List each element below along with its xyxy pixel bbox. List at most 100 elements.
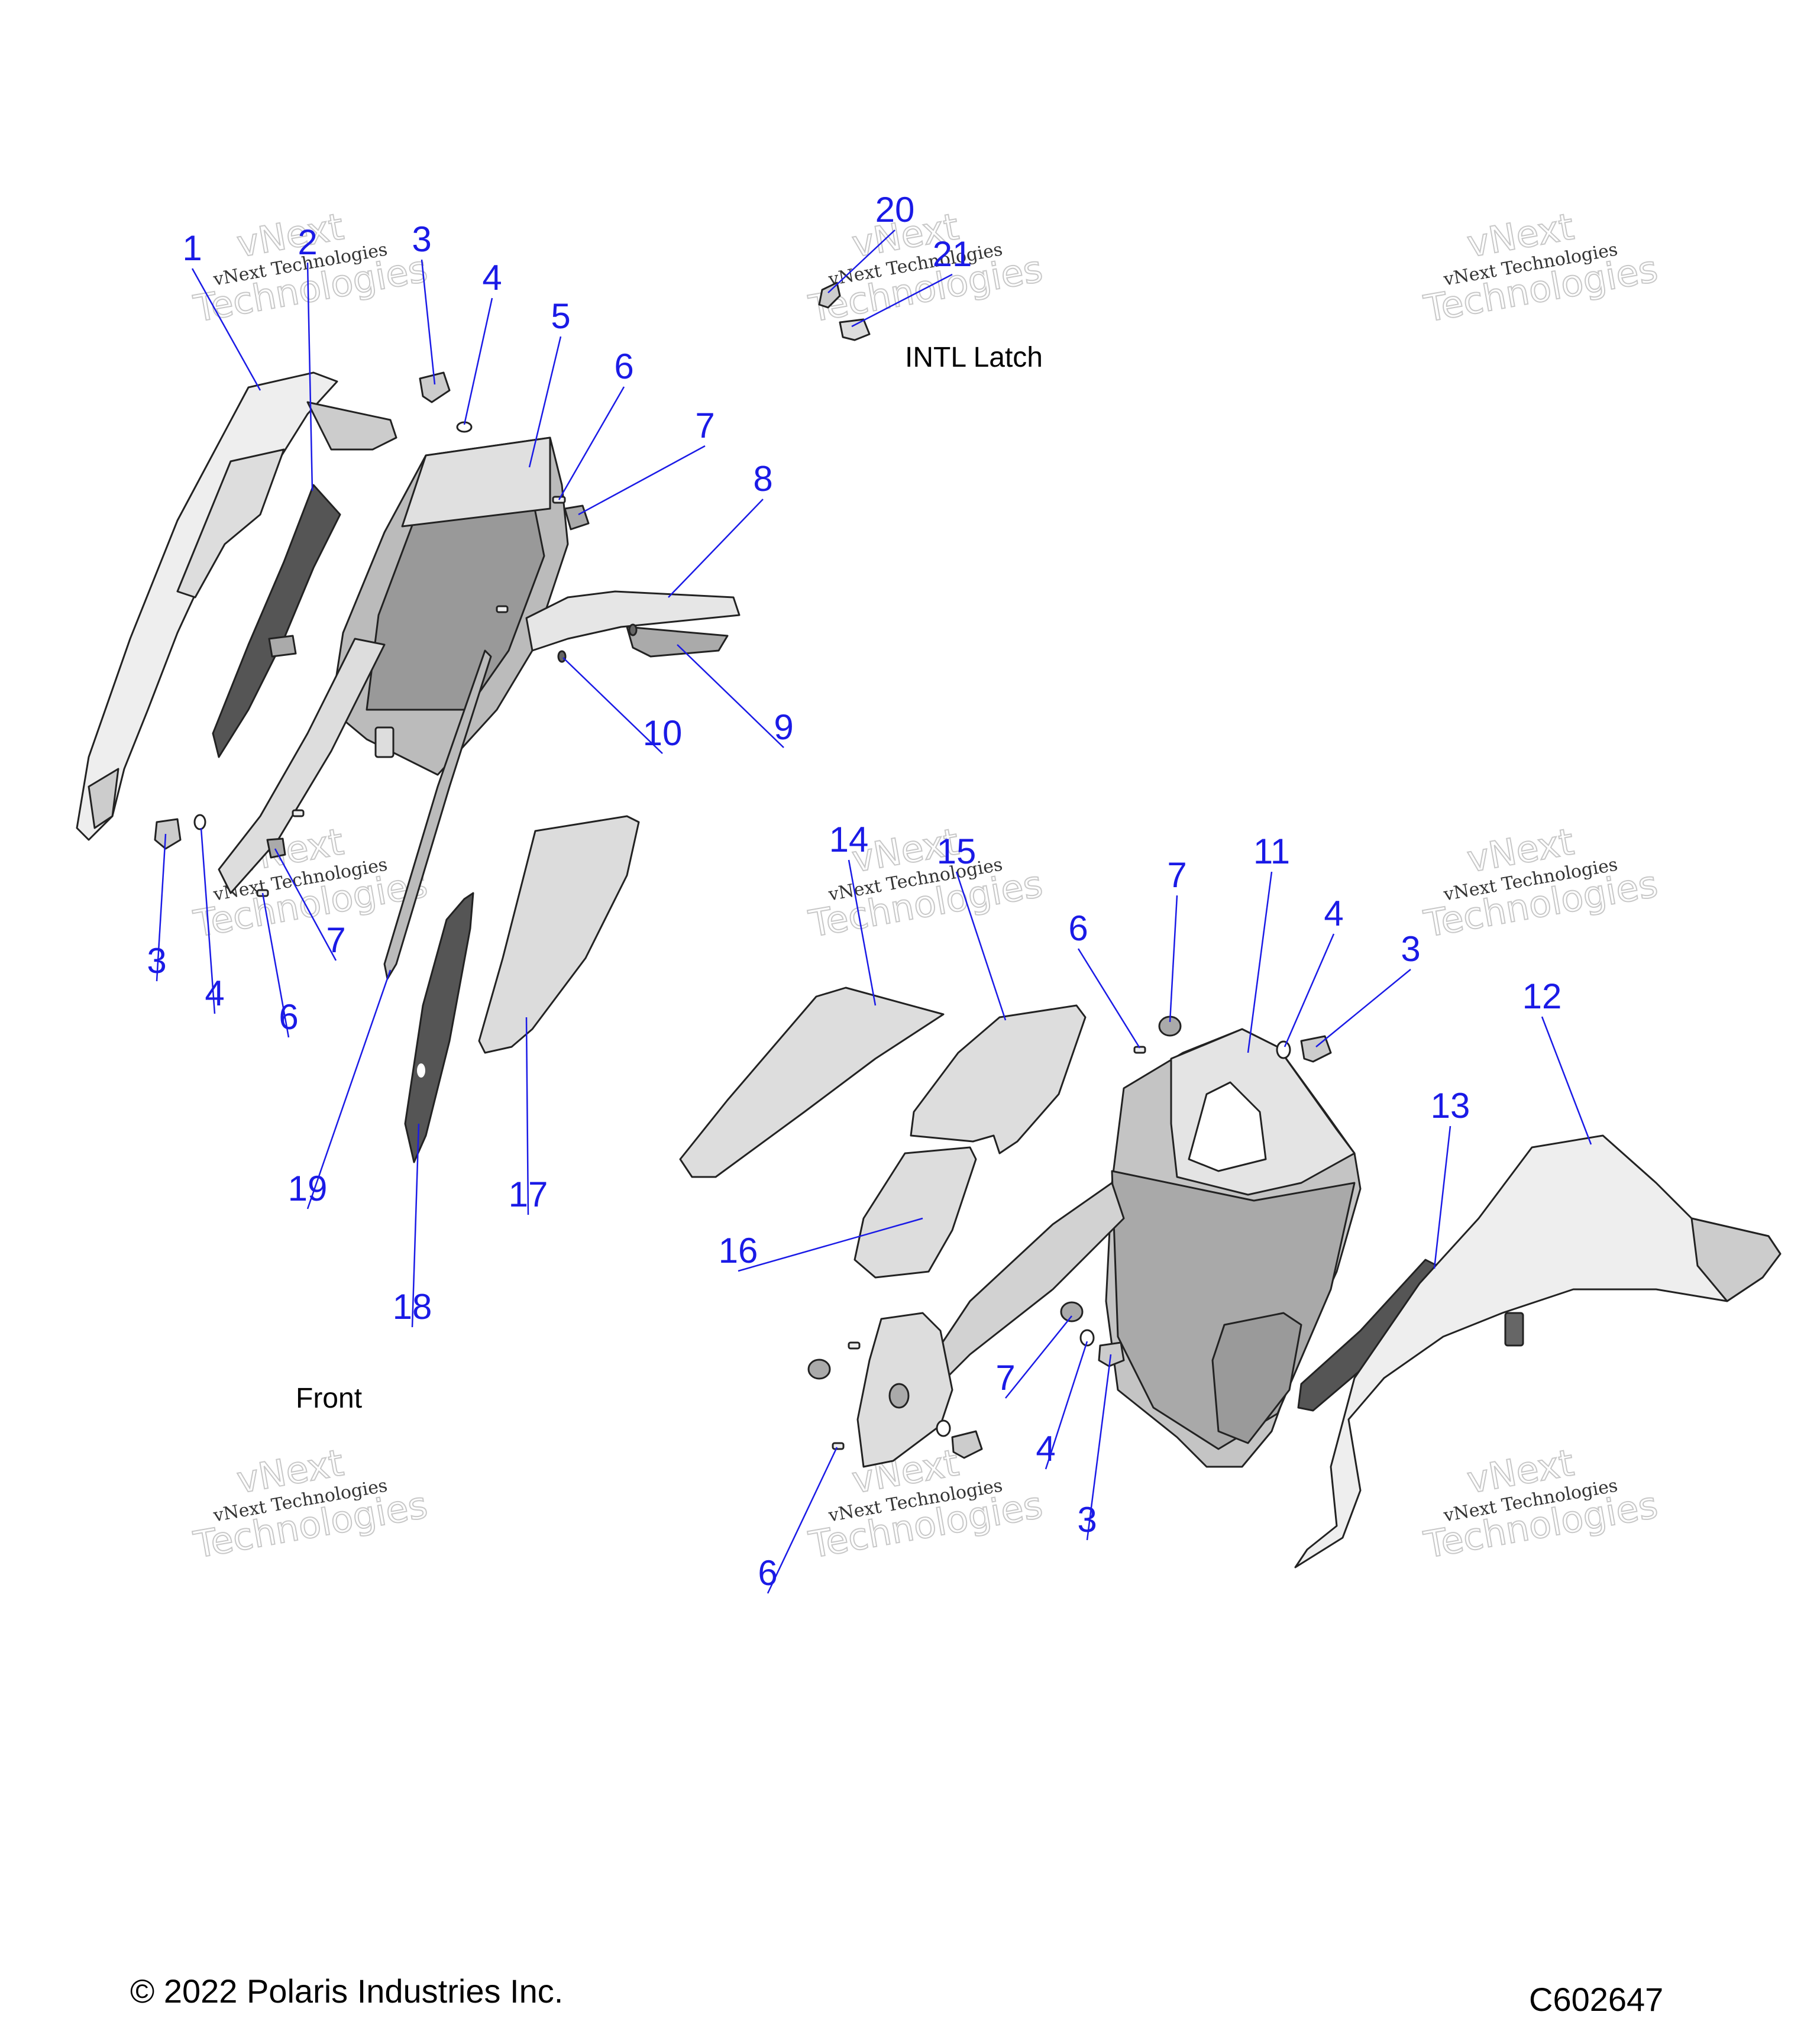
- part-3-latch-top: [419, 371, 451, 403]
- leader-line: [463, 297, 493, 425]
- callout-number: 7: [995, 1358, 1015, 1398]
- part-12-tab: [1504, 1312, 1524, 1347]
- leader-line: [848, 859, 877, 1006]
- callout-number: 6: [758, 1553, 777, 1593]
- part-10-clip: [557, 650, 567, 663]
- watermark: vNext vNext Technologies Technologies: [190, 819, 431, 946]
- leader-line: [851, 273, 953, 328]
- diagram-code: C602647: [1529, 1981, 1663, 2018]
- callout-number: 5: [551, 296, 570, 336]
- leader-line: [525, 1017, 529, 1215]
- callout-number: 11: [1253, 832, 1290, 871]
- part-8-upper-trim: [525, 590, 741, 652]
- leader-line: [1247, 871, 1273, 1053]
- part-19-seal-strip: [383, 649, 492, 980]
- callout-number: 20: [875, 190, 915, 229]
- part-1-lower-tab: [88, 768, 119, 829]
- callout-number: 4: [205, 974, 224, 1013]
- leader-line: [156, 833, 167, 982]
- callout-number: 16: [719, 1231, 758, 1270]
- callout-number: 4: [482, 258, 502, 297]
- leader-line: [1541, 1016, 1592, 1145]
- part-3-latch-right-top: [1300, 1035, 1332, 1063]
- leader-line: [306, 969, 392, 1209]
- leader-line: [306, 262, 313, 491]
- part-6-screw-right-bracket: [848, 1341, 861, 1350]
- part-12-shading: [1690, 1217, 1782, 1302]
- part-3-latch-bottom: [154, 818, 182, 850]
- leader-line: [578, 445, 706, 516]
- callout-number: 3: [1401, 929, 1420, 969]
- watermark: vNext vNext Technologies Technologies: [1420, 204, 1661, 331]
- part-6-screw-right-bottom: [832, 1442, 845, 1450]
- leader-line: [200, 827, 216, 1014]
- part-15-foam-block: [910, 1004, 1087, 1154]
- part-1-side-panel: [76, 371, 338, 841]
- callout-number: 14: [829, 820, 869, 859]
- part-7-grommet-top: [564, 504, 590, 531]
- callout-number: 3: [412, 219, 431, 259]
- leader-line: [1077, 948, 1141, 1049]
- caption-intl-latch: INTL Latch: [905, 342, 1043, 373]
- part-9-lower-trim: [626, 626, 729, 658]
- part-4-washer-right-bracket: [936, 1419, 951, 1437]
- callout-number: 13: [1431, 1086, 1470, 1126]
- leader-line: [738, 1217, 923, 1272]
- part-11-bottom-pod: [1211, 1312, 1302, 1444]
- leader-line: [558, 386, 625, 500]
- watermark: vNext vNext Technologies Technologies: [190, 1440, 431, 1567]
- part-5-top-bracket: [401, 436, 551, 528]
- leader-line: [421, 259, 436, 385]
- callout-number: 7: [695, 406, 714, 445]
- leader-line: [1433, 1126, 1451, 1269]
- part-10-clip-b: [628, 623, 638, 636]
- part-6-screw-lower: [292, 809, 305, 817]
- copyright-text: © 2022 Polaris Industries Inc.: [130, 1972, 563, 2010]
- leader-line: [562, 657, 663, 754]
- left-side-panel-assembly: [76, 282, 871, 1163]
- part-5-latch-block: [374, 726, 395, 758]
- part-4-washer-right-top: [1276, 1040, 1291, 1059]
- watermark: vNext vNext Technologies Technologies: [805, 204, 1046, 331]
- leader-lines: [156, 229, 1592, 1594]
- leader-line: [677, 644, 784, 748]
- callout-number: 6: [279, 997, 298, 1037]
- leader-line: [411, 1123, 420, 1328]
- callout-number: 4: [1324, 894, 1343, 933]
- part-4-washer-right-lower: [1079, 1329, 1095, 1347]
- part-11-bracket-hole: [888, 1383, 910, 1409]
- leader-line: [767, 1447, 838, 1594]
- watermark: vNext vNext Technologies Technologies: [1420, 1440, 1661, 1567]
- callout-number: 15: [937, 832, 977, 871]
- part-3-latch-right-lower: [1098, 1341, 1125, 1367]
- callout-number: 10: [643, 713, 683, 753]
- callout-number: 21: [933, 234, 972, 274]
- part-18-hole: [417, 1063, 425, 1078]
- callout-number: 2: [298, 222, 317, 262]
- callout-number: 9: [774, 707, 793, 747]
- callout-number: 8: [753, 459, 772, 499]
- part-7-grommet-mid: [268, 635, 297, 658]
- part-16-foam-pad: [853, 1146, 977, 1279]
- part-7-grommet-right-bracket: [807, 1359, 831, 1380]
- leader-line: [191, 268, 261, 391]
- callout-number: 7: [1167, 855, 1186, 895]
- part-2-dark-insulation-strip: [212, 484, 341, 758]
- callout-number: 6: [1068, 908, 1088, 948]
- part-14-foam-wedge: [679, 987, 945, 1178]
- part-5-lower-arm: [218, 638, 386, 894]
- callout-number: 17: [509, 1175, 548, 1214]
- part-3-latch-right-bracket: [951, 1430, 983, 1459]
- leader-line: [668, 499, 764, 598]
- part-4-washer-bottom: [193, 814, 206, 830]
- part-21-latch-pin: [839, 318, 871, 341]
- part-20-latch: [818, 282, 841, 309]
- callout-number: 18: [393, 1287, 432, 1327]
- part-7-grommet-bottom: [266, 837, 286, 859]
- part-18-dark-panel: [404, 892, 474, 1163]
- part-1-upper-extension: [306, 401, 397, 451]
- leader-line: [1045, 1341, 1088, 1470]
- leader-line: [1283, 933, 1335, 1047]
